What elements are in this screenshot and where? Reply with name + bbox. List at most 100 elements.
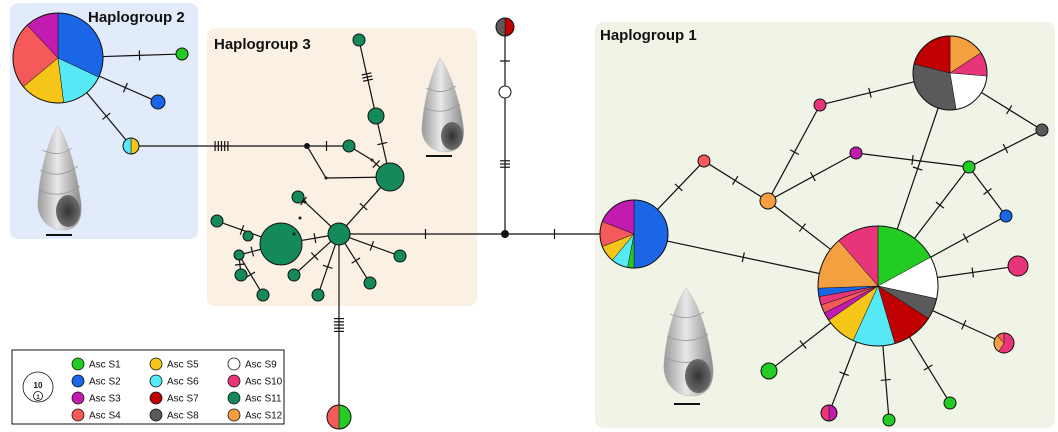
mutation-tick [362, 78, 373, 82]
haplotype-node-h3main [327, 222, 351, 246]
haplotype-node-h3b [352, 33, 366, 47]
mutation-tick [789, 149, 800, 156]
pie-slice [882, 413, 896, 427]
haplotype-node-h3m [393, 249, 407, 263]
pie-slice [363, 276, 377, 290]
mutation-tick [362, 75, 373, 79]
legend-label-s4: Asc S4 [89, 411, 121, 422]
legend-label-s12: Asc S12 [245, 411, 283, 422]
haplotype-node-h3j [287, 268, 301, 282]
haplotype-node-h3r [370, 158, 374, 162]
shell-image-haplogroup-2 [37, 125, 82, 236]
mutation-tick [369, 240, 375, 251]
haplotype-node-h3a [367, 107, 385, 125]
pie-slice [242, 230, 254, 242]
haplotype-node-h1p2 [697, 154, 711, 168]
haplotype-node-h1p3 [849, 146, 863, 160]
pie-slice [291, 190, 305, 204]
haplotype-node-h3g [233, 249, 245, 261]
pie-slice [324, 176, 328, 180]
legend-size-large-label: 10 [34, 381, 43, 390]
shell-image-haplogroup-1 [663, 287, 714, 405]
pie-slice [370, 158, 374, 162]
legend-items: Asc S1 Asc S2 Asc S3 Asc S4 Asc S5 Asc S6 Asc … [71, 357, 283, 422]
haplotype-node-h1p1 [813, 98, 827, 112]
pie-slice [1007, 255, 1029, 277]
pie-slice [298, 216, 302, 220]
median-vector-j2 [501, 230, 509, 238]
mutation-tick [300, 196, 307, 206]
pie-slice [495, 17, 506, 37]
legend-label-s2: Asc S2 [89, 377, 121, 388]
pie-slice [504, 17, 515, 37]
mutation-tick [961, 320, 967, 330]
legend-swatch-s6 [149, 374, 163, 388]
mutation-tick [971, 267, 975, 278]
legend-size-circle-large [22, 371, 54, 403]
median-vector-j1 [304, 143, 310, 149]
haplotype-node-h3c [342, 139, 356, 153]
legend-label-s3: Asc S3 [89, 394, 121, 405]
pie-slice [1035, 123, 1049, 137]
pie-slice [498, 85, 512, 99]
haplotype-node-h3n [292, 232, 296, 236]
mutation-tick [809, 171, 816, 182]
pie-outline [599, 199, 669, 269]
pie-outline [326, 404, 352, 430]
pie-slice [999, 209, 1013, 223]
legend-label-s8: Asc S8 [167, 411, 199, 422]
legend-swatch-s1 [71, 357, 85, 371]
legend-swatch-s5 [149, 357, 163, 371]
mutation-tick [935, 201, 945, 209]
mutation-tick [1002, 143, 1009, 154]
pie-slice [326, 404, 340, 430]
pie-slice [150, 94, 166, 110]
pie-slice [234, 268, 248, 282]
pie-slice [210, 214, 224, 228]
mutation-tick [361, 72, 372, 76]
haplotype-node-h2b [150, 94, 166, 110]
edge-h3q-h3mid [326, 176, 377, 179]
mutation-tick [923, 364, 933, 371]
pie-slice [943, 396, 957, 410]
pie-slice [849, 146, 863, 160]
legend-label-s1: Asc S1 [89, 360, 121, 371]
legend-swatch-s10 [227, 374, 241, 388]
haplogroup-3-title: Haplogroup 3 [214, 36, 311, 53]
mutation-tick [880, 378, 891, 381]
haplotype-node-h3h [234, 268, 248, 282]
mutation-tick [102, 112, 111, 120]
haplogroup-1-region [595, 22, 1055, 428]
mutation-tick [322, 264, 333, 270]
pie-slice [342, 139, 356, 153]
legend-swatch-s11 [227, 391, 241, 405]
legend-label-s6: Asc S6 [167, 377, 199, 388]
legend-swatch-s12 [227, 408, 241, 422]
mutation-tick [868, 87, 872, 98]
legend-swatch-s3 [71, 391, 85, 405]
mutation-tick [310, 252, 319, 261]
pie-slice [962, 160, 976, 174]
pie-outline [12, 12, 104, 104]
haplotype-node-h3p [303, 200, 307, 204]
mutation-tick [239, 225, 245, 235]
pie-outline [820, 404, 838, 422]
mutation-tick [122, 82, 128, 93]
mutation-tick [1006, 105, 1013, 115]
edge-j1-h3q [308, 148, 327, 178]
legend-label-s5: Asc S5 [167, 360, 199, 371]
haplotype-node-h1big [817, 225, 939, 347]
haplotype-node-h2main [12, 12, 104, 104]
pie-outline [993, 332, 1015, 354]
mutation-tick [246, 271, 256, 278]
legend-label-s11: Asc S11 [245, 394, 282, 405]
mutation-tick [911, 154, 914, 166]
haplotype-node-h3big [259, 222, 303, 266]
haplotype-node-h1mix [993, 332, 1015, 354]
mutation-ticks [102, 50, 1013, 381]
legend-label-s7: Asc S7 [167, 394, 199, 405]
pie-outline [912, 35, 988, 111]
mutation-tick [372, 159, 381, 169]
pie-slice [393, 249, 407, 263]
